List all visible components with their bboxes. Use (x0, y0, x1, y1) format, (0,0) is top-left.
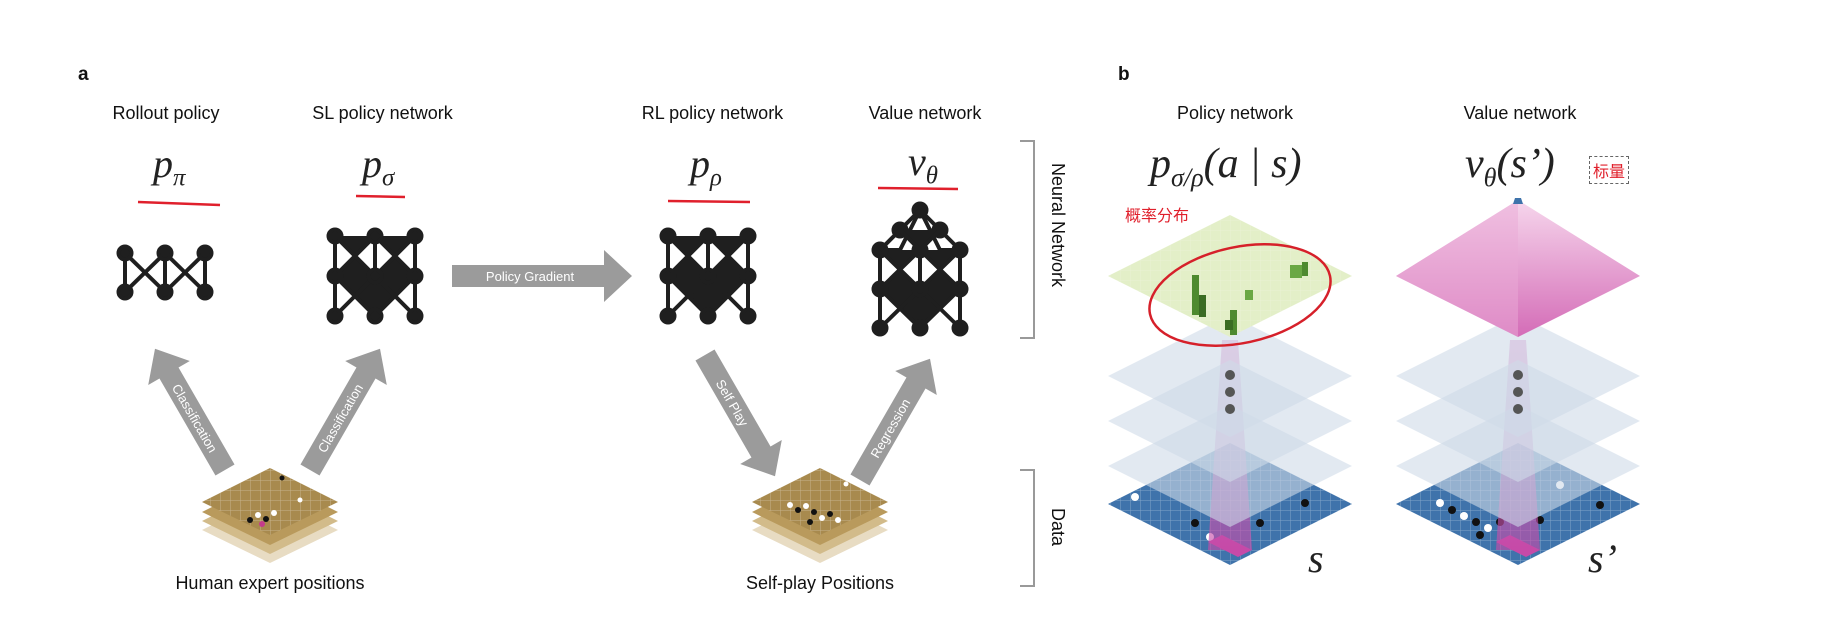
value-state-label: s’ (1588, 536, 1617, 581)
neural-network-bracket (1020, 140, 1035, 339)
policy-state-label: s (1308, 536, 1324, 581)
probability-circle (1148, 243, 1332, 347)
policy-gradient-arrow: Policy Gradient (452, 250, 632, 302)
value-network-title-b: Value network (1463, 103, 1577, 123)
policy-gradient-label: Policy Gradient (486, 269, 575, 284)
selfplay-board-icon (752, 468, 888, 563)
human-expert-board-icon (202, 468, 338, 563)
rollout-network-icon (116, 244, 214, 301)
value-formula: vθ (908, 139, 938, 190)
scalar-annotation: 标量 (1589, 156, 1630, 184)
panel-b-letter: b (1118, 64, 1130, 85)
red-underlines (137, 186, 959, 207)
underline-value (877, 186, 959, 191)
value-network-icon (871, 201, 969, 337)
sl-policy-title: SL policy network (312, 103, 453, 123)
underline-rollout (137, 200, 221, 207)
rl-policy-network-icon (659, 227, 757, 325)
human-expert-label: Human expert positions (175, 573, 365, 593)
probability-distribution-annotation: 概率分布 (1125, 206, 1190, 225)
policy-formula-b: pσ/ρ(a | s) (1150, 141, 1302, 193)
value-network-title: Value network (868, 103, 982, 123)
classification-arrow-right: Classification (300, 348, 387, 476)
selfplay-positions-label: Self-play Positions (745, 573, 895, 593)
value-network-stack (1396, 198, 1640, 565)
value-formula-b: vθ(s’) (1465, 141, 1555, 193)
underline-rl (667, 199, 751, 204)
sl-policy-network-icon (326, 227, 424, 325)
regression-arrow: Regression (850, 358, 937, 486)
rollout-policy-title: Rollout policy (112, 103, 220, 123)
classification-arrow-left: Classification (148, 348, 235, 476)
classification-left-label: Classification (169, 381, 220, 455)
panel-a-letter: a (78, 64, 89, 85)
rollout-formula: pπ (153, 141, 186, 192)
policy-network-title-b: Policy network (1176, 103, 1294, 123)
sl-formula: pσ (362, 141, 395, 192)
classification-right-label: Classification (315, 381, 366, 455)
policy-network-stack (1108, 215, 1352, 565)
rl-policy-title: RL policy network (641, 103, 784, 123)
side-brackets (1020, 140, 1035, 587)
data-bracket (1020, 469, 1035, 587)
rl-formula: pρ (690, 141, 722, 192)
underline-sl (355, 194, 406, 199)
self-play-arrow: Self Play (695, 349, 782, 477)
